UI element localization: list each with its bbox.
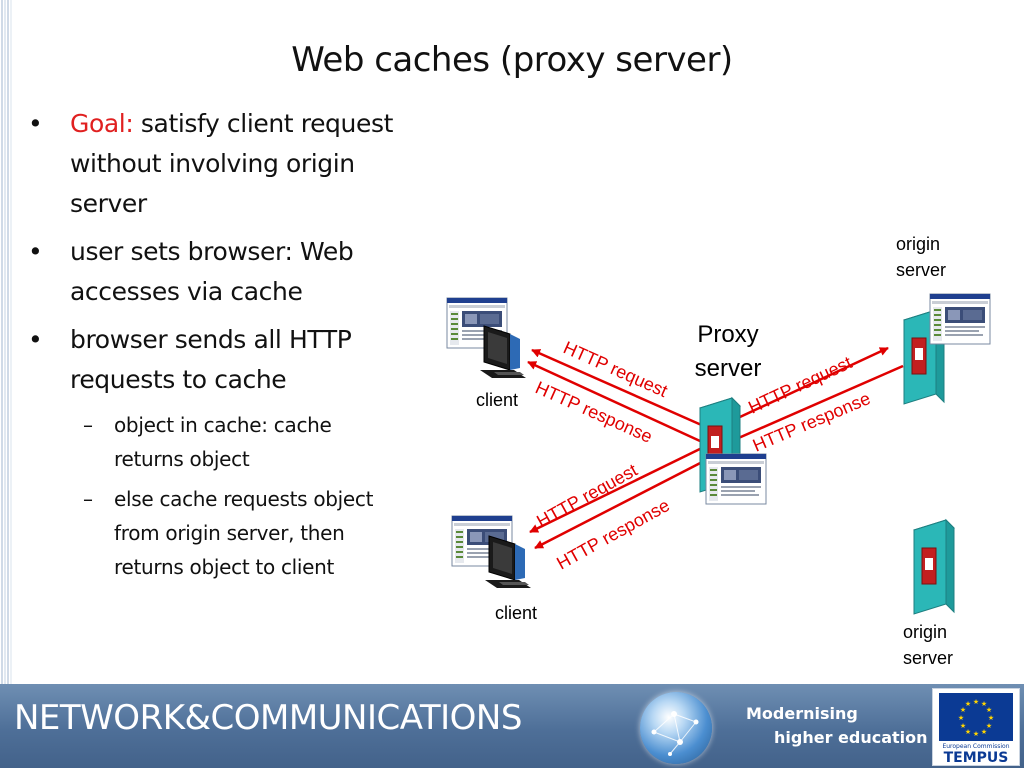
proxy-diagram: client client Proxy server origin server… xyxy=(446,234,991,668)
arrow-request-client1-to-proxy xyxy=(531,348,707,429)
footer-title: NETWORK&COMMUNICATIONS xyxy=(14,698,522,738)
bullet-browser-sends: • browser sends all HTTP requests to cac… xyxy=(28,320,448,400)
server-tower-icon xyxy=(913,519,955,615)
client-computer-top xyxy=(446,297,527,379)
bullet-dot: • xyxy=(28,237,43,266)
origin-server-bottom xyxy=(913,519,955,615)
client-computer-bottom xyxy=(451,515,532,589)
bullet-list: • Goal: satisfy client request without i… xyxy=(28,104,448,590)
bullet-goal: • Goal: satisfy client request without i… xyxy=(28,104,448,224)
bullet-dot: • xyxy=(28,325,43,354)
svg-text:★: ★ xyxy=(973,730,979,738)
svg-text:★: ★ xyxy=(973,698,979,706)
proxy-label-line1: Proxy xyxy=(697,321,758,348)
bullet-line: else cache requests object xyxy=(114,487,374,511)
origin-label-top-line1: origin xyxy=(896,234,940,254)
subbullet-cache-hit: – object in cache: cache returns object xyxy=(28,408,448,476)
svg-text:★: ★ xyxy=(981,728,987,736)
svg-text:★: ★ xyxy=(988,714,994,722)
monitor-icon xyxy=(484,535,532,589)
svg-text:★: ★ xyxy=(986,706,992,714)
proxy-label-line2: server xyxy=(695,355,762,382)
svg-text:★: ★ xyxy=(986,722,992,730)
eu-tempus-logo: ★ ★ ★ ★ ★ ★ ★ ★ ★ ★ ★ ★ European Commiss… xyxy=(932,688,1020,766)
origin-label-top-line2: server xyxy=(896,260,946,280)
svg-text:★: ★ xyxy=(958,714,964,722)
bullet-line: returns object xyxy=(114,447,250,471)
origin-server-top xyxy=(903,293,991,405)
arrow-response-proxy-to-client2 xyxy=(534,456,711,550)
bullet-line: object in cache: cache xyxy=(114,413,332,437)
bullet-line: user sets browser: Web xyxy=(70,237,354,266)
slide-title: Web caches (proxy server) xyxy=(291,40,733,80)
browser-window-icon xyxy=(705,453,767,505)
bullet-line: satisfy client request xyxy=(140,109,393,138)
edge-decoration xyxy=(1,0,12,684)
bullet-line: without involving origin xyxy=(70,149,355,178)
monitor-icon xyxy=(479,325,527,379)
bullet-dash: – xyxy=(83,413,93,437)
bullet-dash: – xyxy=(83,487,93,511)
arrow-request-proxy-to-origin xyxy=(711,346,889,432)
origin-label-bottom-line1: origin xyxy=(903,622,947,642)
bullet-line: browser sends all HTTP xyxy=(70,325,352,354)
client-label-top: client xyxy=(476,390,518,410)
goal-label: Goal: xyxy=(70,109,134,138)
bullet-line: accesses via cache xyxy=(70,277,303,306)
tagline-line1: Modernising xyxy=(746,704,858,723)
tempus-label: TEMPUS xyxy=(943,750,1009,766)
bullet-dot: • xyxy=(28,109,43,138)
arrow-response-origin-to-proxy xyxy=(717,364,904,449)
browser-window-icon xyxy=(929,293,991,345)
globe-network-icon xyxy=(640,692,712,764)
client-label-bottom: client xyxy=(495,603,537,623)
tagline-line2: higher education xyxy=(774,728,928,747)
svg-text:★: ★ xyxy=(965,700,971,708)
bullet-line: from origin server, then xyxy=(114,521,345,545)
bullet-browser-setting: • user sets browser: Web accesses via ca… xyxy=(28,232,448,312)
subbullet-cache-miss: – else cache requests object from origin… xyxy=(28,482,448,584)
eu-caption: European Commission xyxy=(942,743,1010,750)
eu-flag-icon: ★ ★ ★ ★ ★ ★ ★ ★ ★ ★ ★ ★ xyxy=(939,693,1013,741)
svg-text:★: ★ xyxy=(965,728,971,736)
arrow-request-client2-to-proxy xyxy=(529,444,707,534)
svg-text:★: ★ xyxy=(960,722,966,730)
bullet-line: returns object to client xyxy=(114,555,335,579)
bullet-line: server xyxy=(70,189,147,218)
arrow-response-proxy-to-client1 xyxy=(527,360,701,443)
origin-label-bottom-line2: server xyxy=(903,648,953,668)
footer-banner: NETWORK&COMMUNICATIONS Modernising highe… xyxy=(0,684,1024,768)
svg-text:★: ★ xyxy=(981,700,987,708)
svg-text:★: ★ xyxy=(960,706,966,714)
bullet-line: requests to cache xyxy=(70,365,287,394)
